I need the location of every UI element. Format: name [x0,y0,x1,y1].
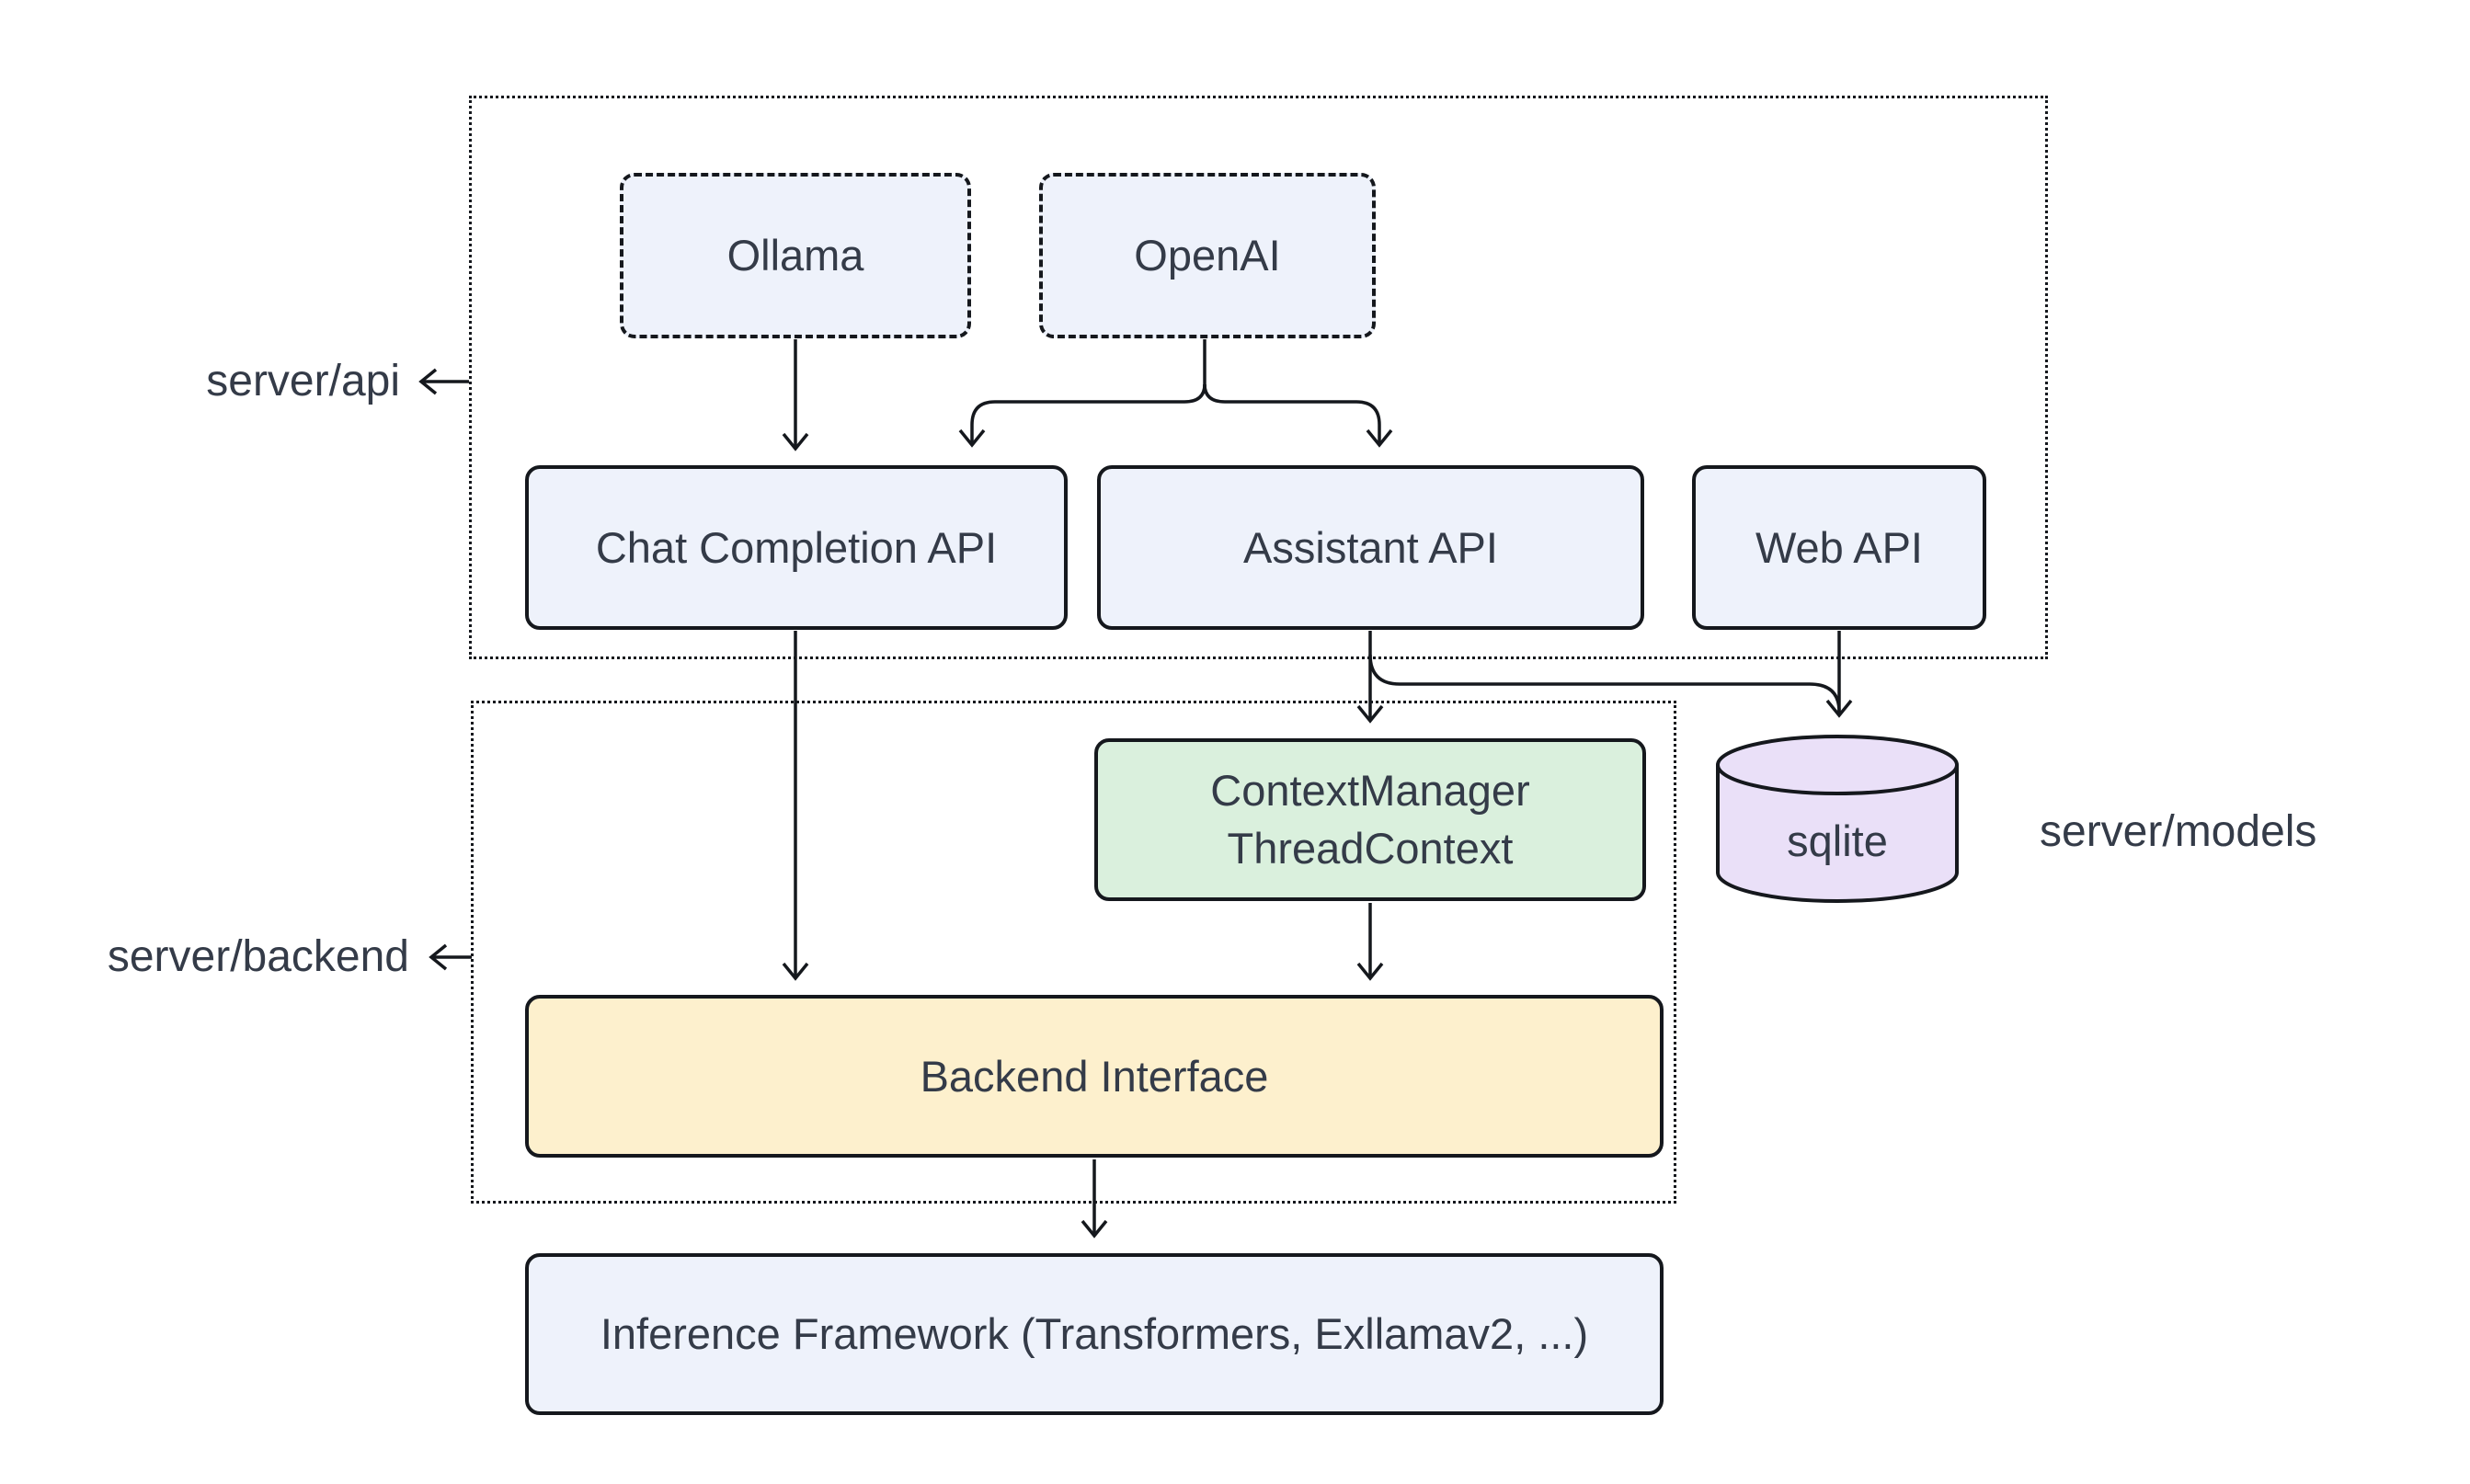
node-openai-label: OpenAI [1134,231,1281,280]
node-chat-completion-api: Chat Completion API [525,465,1068,630]
node-ollama: Ollama [620,173,971,338]
node-context-manager-label-line1: ContextManager [1210,766,1530,816]
node-sqlite-label: sqlite [1787,816,1888,865]
group-server-backend [471,701,1676,1204]
node-assistant-api: Assistant API [1097,465,1644,630]
node-inference-framework-label: Inference Framework (Transformers, Exlla… [600,1309,1589,1359]
node-openai: OpenAI [1039,173,1376,338]
node-inference-framework: Inference Framework (Transformers, Exlla… [525,1253,1664,1415]
node-context-manager-label-line2: ThreadContext [1227,823,1514,873]
label-server-api: server/api [206,357,400,405]
label-server-backend: server/backend [107,932,409,981]
node-context-manager: ContextManager ThreadContext [1094,738,1646,901]
node-backend-interface-label: Backend Interface [920,1051,1269,1101]
label-server-models: server/models [2040,807,2317,856]
node-ollama-label: Ollama [726,231,864,280]
node-chat-completion-api-label: Chat Completion API [595,522,998,572]
node-backend-interface: Backend Interface [525,995,1664,1158]
node-assistant-api-label: Assistant API [1243,522,1498,572]
group-server-api [469,96,2048,659]
node-web-api: Web API [1692,465,1986,630]
node-web-api-label: Web API [1755,522,1923,572]
